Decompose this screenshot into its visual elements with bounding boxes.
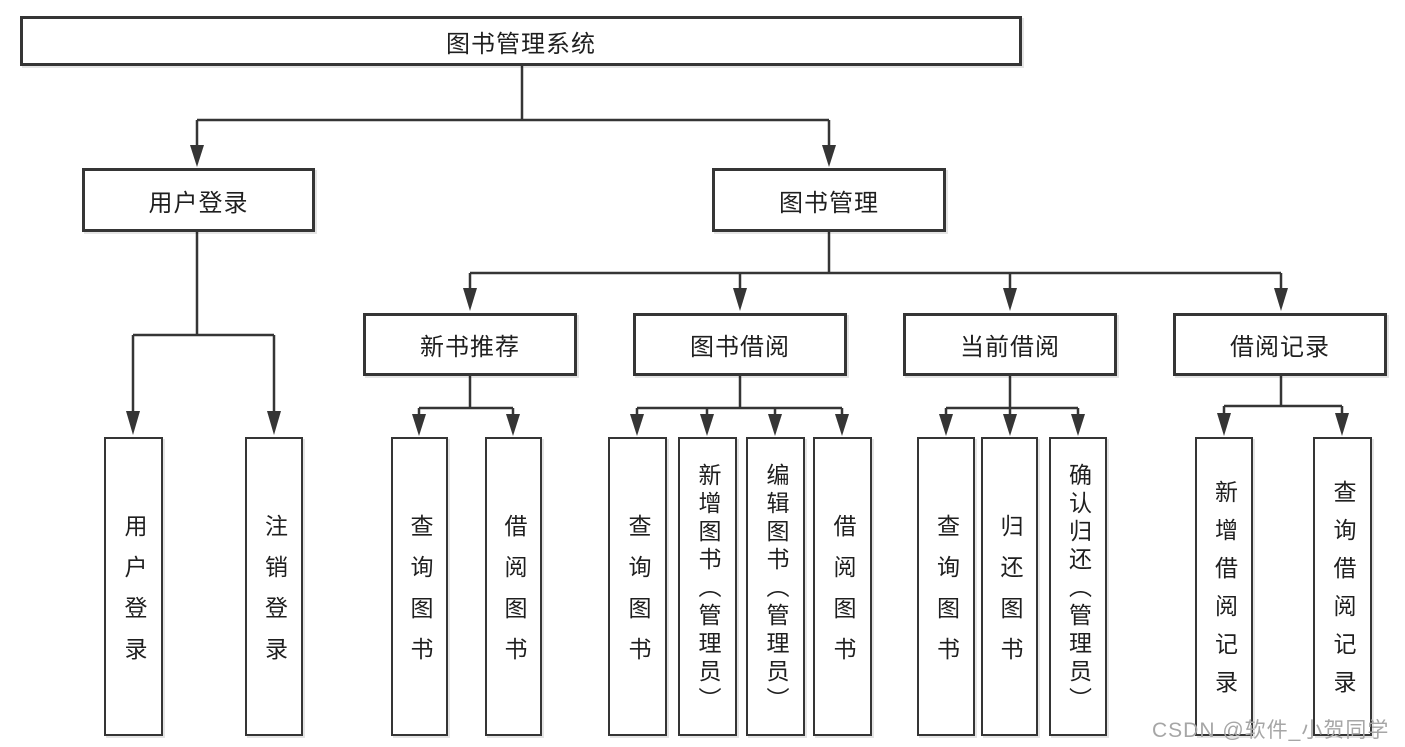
node-label: 图书管理 — [779, 189, 879, 217]
leaf-query-books-recommend: 查询图书 — [391, 437, 448, 736]
node-label: 新增图书（管理员） — [695, 463, 721, 715]
node-label: 用户登录 — [148, 189, 249, 217]
node-label: 借阅图书 — [830, 513, 856, 678]
node-current-borrow: 当前借阅 — [903, 313, 1117, 376]
leaf-query-books-current: 查询图书 — [917, 437, 975, 736]
node-book-management: 图书管理 — [712, 168, 946, 232]
node-user-login: 用户登录 — [82, 168, 315, 232]
leaf-add-borrow-record: 新增借阅记录 — [1195, 437, 1253, 736]
leaf-borrow-books-recommend: 借阅图书 — [485, 437, 542, 736]
leaf-query-books-borrow: 查询图书 — [608, 437, 667, 736]
leaf-edit-book-admin: 编辑图书（管理员） — [746, 437, 805, 736]
leaf-return-book: 归还图书 — [981, 437, 1038, 736]
node-book-borrow: 图书借阅 — [633, 313, 847, 376]
node-label: 用户登录 — [121, 513, 147, 678]
node-label: 图书借阅 — [690, 334, 790, 361]
leaf-user-login: 用户登录 — [104, 437, 163, 736]
node-label: 查询图书 — [933, 513, 960, 678]
leaf-logout: 注销登录 — [245, 437, 303, 736]
node-label: 图书管理系统 — [446, 30, 596, 58]
node-label: 查询借阅记录 — [1330, 480, 1356, 708]
node-label: 借阅图书 — [501, 513, 527, 678]
leaf-confirm-return-admin: 确认归还（管理员） — [1049, 437, 1107, 736]
node-label: 查询图书 — [625, 513, 651, 678]
node-new-book-recommend: 新书推荐 — [363, 313, 577, 376]
node-label: 归还图书 — [997, 513, 1023, 678]
node-label: 确认归还（管理员） — [1065, 463, 1092, 715]
node-label: 新书推荐 — [420, 334, 520, 361]
node-label: 查询图书 — [407, 513, 433, 678]
node-label: 当前借阅 — [960, 334, 1060, 361]
node-label: 注销登录 — [261, 513, 288, 678]
node-label: 新增借阅记录 — [1211, 480, 1238, 708]
watermark: CSDN @软件_小贺同学 — [1152, 719, 1390, 742]
leaf-borrow-books: 借阅图书 — [813, 437, 872, 736]
leaf-query-borrow-record: 查询借阅记录 — [1313, 437, 1372, 736]
node-label: 编辑图书（管理员） — [763, 463, 789, 715]
node-label: 借阅记录 — [1230, 334, 1330, 361]
node-root-system: 图书管理系统 — [20, 16, 1022, 66]
node-borrow-records: 借阅记录 — [1173, 313, 1387, 376]
leaf-add-book-admin: 新增图书（管理员） — [678, 437, 737, 736]
